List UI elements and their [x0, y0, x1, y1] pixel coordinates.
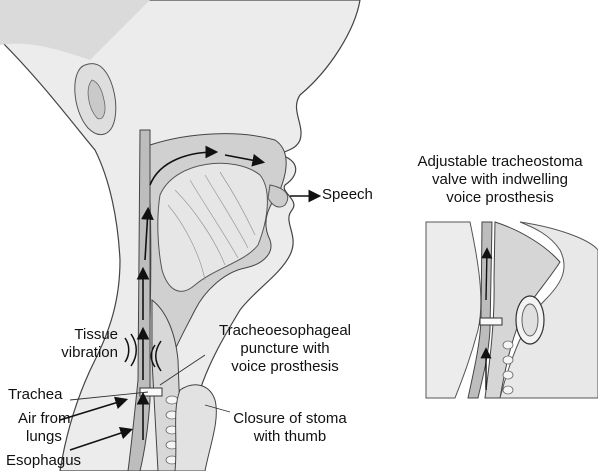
label-tissue-vibration-1: Tissue: [52, 326, 118, 344]
label-tissue-vibration-2: vibration: [46, 344, 118, 362]
label-te-puncture-2: puncture with: [215, 340, 355, 358]
label-closure-2: with thumb: [225, 428, 355, 446]
label-te-puncture-1: Tracheoesophageal: [215, 322, 355, 340]
label-valve-1: Adjustable tracheostoma: [405, 153, 595, 171]
label-closure-1: Closure of stoma: [225, 410, 355, 428]
label-air-from-lungs-2: lungs: [26, 428, 62, 446]
thumb: [175, 385, 216, 471]
inset-valve-view: [426, 222, 598, 398]
label-te-puncture-3: voice prosthesis: [215, 358, 355, 376]
label-valve-2: valve with indwelling: [405, 171, 595, 189]
label-air-from-lungs-1: Air from: [18, 410, 71, 428]
label-trachea: Trachea: [8, 386, 62, 404]
label-valve-3: voice prosthesis: [405, 189, 595, 207]
voice-prosthesis: [140, 388, 162, 396]
label-speech: Speech: [322, 186, 373, 204]
label-esophagus: Esophagus: [6, 452, 81, 470]
